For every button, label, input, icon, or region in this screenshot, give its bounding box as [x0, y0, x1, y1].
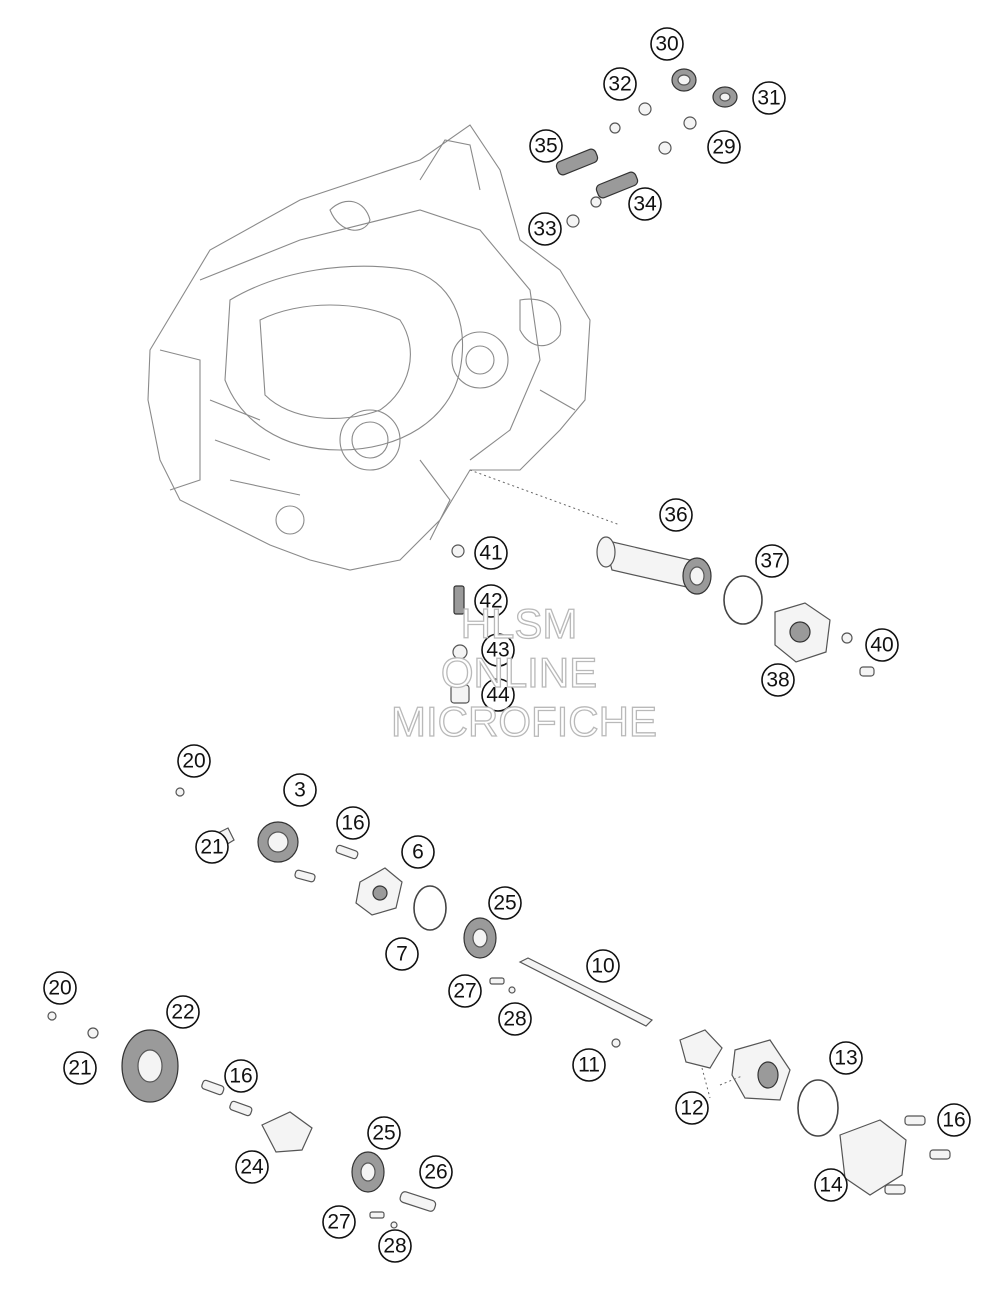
callout-26: 26 [419, 1155, 453, 1189]
callout-6-text: 6 [412, 841, 424, 864]
callout-29-text: 29 [712, 136, 735, 159]
callout-43-text: 43 [486, 639, 509, 662]
callout-25-upper-text: 25 [493, 892, 516, 915]
callout-33-text: 33 [533, 218, 556, 241]
callout-44-text: 44 [486, 684, 510, 707]
callout-27-upper: 27 [448, 974, 482, 1008]
watermark-line-2: ONLINE [441, 649, 597, 696]
callout-33: 33 [528, 212, 562, 246]
callout-31: 31 [752, 81, 786, 115]
callout-36-text: 36 [664, 504, 687, 527]
callout-20-upper: 20 [177, 744, 211, 778]
callout-30-text: 30 [655, 33, 678, 56]
callout-36: 36 [659, 498, 693, 532]
callout-22: 22 [166, 995, 200, 1029]
callout-21-lower: 21 [63, 1051, 97, 1085]
leader-lines [701, 1067, 743, 1099]
callout-24: 24 [235, 1150, 269, 1184]
callout-10-text: 10 [591, 955, 614, 978]
callout-21-upper: 21 [195, 830, 229, 864]
callout-41: 41 [474, 536, 508, 570]
callout-35: 35 [529, 129, 563, 163]
callout-30: 30 [650, 27, 684, 61]
callout-40: 40 [865, 628, 899, 662]
watermark-line-1: HLSM [461, 600, 578, 647]
callout-20-lower-text: 20 [48, 977, 71, 1000]
oil-pump-lower-left-parts [47, 1011, 437, 1229]
callout-6: 6 [401, 835, 435, 869]
callout-13: 13 [829, 1041, 863, 1075]
callout-38-text: 38 [766, 669, 789, 692]
callout-38: 38 [761, 663, 795, 697]
oil-pump-shaft [518, 957, 654, 1048]
callout-27-lower: 27 [322, 1205, 356, 1239]
callout-40-text: 40 [870, 634, 893, 657]
callout-42-text: 42 [479, 590, 502, 613]
callout-16-upper: 16 [336, 806, 370, 840]
callout-25-lower-text: 25 [372, 1122, 395, 1145]
engine-crankcase-drawing [147, 124, 621, 571]
oil-pump-lower-right-parts [679, 1029, 951, 1196]
callout-26-text: 26 [424, 1161, 447, 1184]
callout-25-upper: 25 [488, 886, 522, 920]
callout-32: 32 [603, 67, 637, 101]
callout-14: 14 [814, 1168, 848, 1202]
callout-34-text: 34 [633, 193, 657, 216]
callout-21-upper-text: 21 [200, 836, 223, 859]
callout-16-upper-text: 16 [341, 812, 364, 835]
watermark-line-3: MICROFICHE [391, 698, 657, 745]
callout-32-text: 32 [608, 73, 631, 96]
callout-42: 42 [474, 584, 508, 618]
oil-pressure-valve-parts [555, 68, 738, 228]
callout-21-lower-text: 21 [68, 1057, 91, 1080]
callout-29: 29 [707, 130, 741, 164]
callout-10: 10 [586, 949, 620, 983]
callout-16-middle: 16 [224, 1059, 258, 1093]
watermark: HLSM ONLINE MICROFICHE [390, 599, 657, 745]
callout-13-text: 13 [834, 1047, 857, 1070]
callout-24-text: 24 [240, 1156, 264, 1179]
callout-12: 12 [675, 1091, 709, 1125]
callout-20-upper-text: 20 [182, 750, 205, 773]
callout-3-text: 3 [294, 779, 306, 802]
callout-16-lower: 16 [937, 1103, 971, 1137]
callout-28-lower: 28 [378, 1229, 412, 1263]
oil-pump-upper-parts [175, 787, 516, 994]
callout-27-upper-text: 27 [453, 980, 476, 1003]
callout-28-lower-text: 28 [383, 1235, 406, 1258]
callout-20-lower: 20 [43, 971, 77, 1005]
drain-plug-parts [450, 544, 470, 704]
callout-34: 34 [628, 187, 662, 221]
callout-11-text: 11 [578, 1054, 600, 1077]
callout-11: 11 [572, 1048, 606, 1082]
callout-37: 37 [755, 544, 789, 578]
oil-filter-parts [596, 536, 875, 677]
callout-22-text: 22 [171, 1001, 194, 1024]
callout-31-text: 31 [757, 87, 780, 110]
callout-27-lower-text: 27 [327, 1211, 350, 1234]
callout-25-lower: 25 [367, 1116, 401, 1150]
callout-16-middle-text: 16 [229, 1065, 252, 1088]
callout-28-upper-text: 28 [503, 1008, 526, 1031]
callout-44: 44 [481, 678, 515, 712]
callout-12-text: 12 [680, 1097, 703, 1120]
callout-14-text: 14 [819, 1174, 843, 1197]
callout-7-text: 7 [396, 943, 408, 966]
callout-37-text: 37 [760, 550, 783, 573]
callout-28-upper: 28 [498, 1002, 532, 1036]
callout-43: 43 [481, 633, 515, 667]
callout-41-text: 41 [479, 542, 502, 565]
callout-7: 7 [385, 937, 419, 971]
callout-16-lower-text: 16 [942, 1109, 965, 1132]
callout-3: 3 [283, 773, 317, 807]
callout-35-text: 35 [534, 135, 557, 158]
